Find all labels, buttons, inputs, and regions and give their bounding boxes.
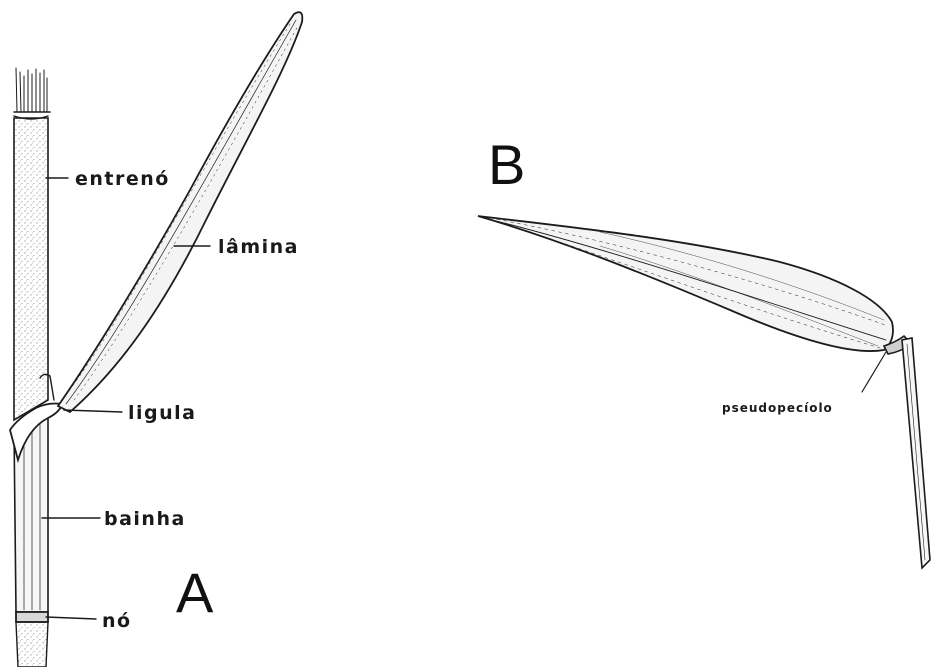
label-lamina: lâmina [218,236,299,258]
leader-no [46,617,96,619]
label-ligula: ligula [128,402,197,424]
bamboo-leaf-blade [478,216,893,351]
label-pseudopeciolo: pseudopecíolo [722,401,833,415]
node [16,612,48,622]
panel-a-drawing [10,12,302,667]
label-entreno: entrenó [75,168,170,190]
leader-pseudopeciolo [862,352,886,392]
leader-ligula [64,410,122,412]
label-no: nó [102,610,132,632]
panel-label-a: A [176,561,214,624]
leaf-blade [58,12,302,412]
panel-label-b: B [488,133,525,196]
label-bainha: bainha [104,508,186,530]
culm-top-fibers [14,68,50,112]
